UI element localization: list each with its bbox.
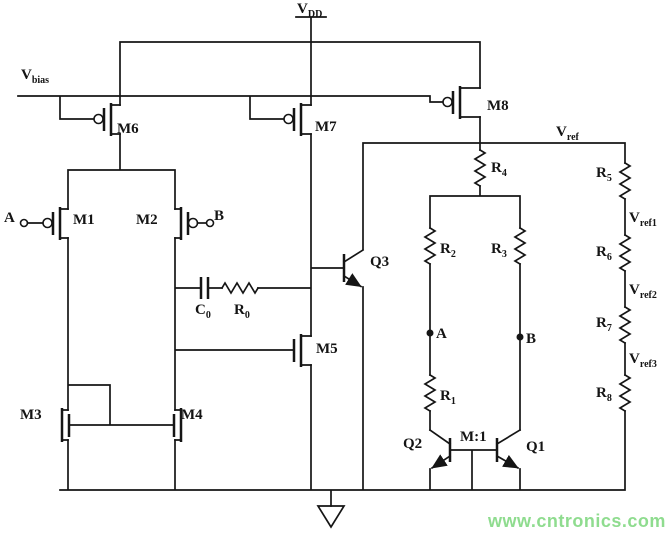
transistor-m8: M8 bbox=[442, 86, 509, 119]
c0-label: C0 bbox=[195, 302, 211, 321]
r8-label: R8 bbox=[596, 385, 612, 404]
m1-gate-bubble bbox=[42, 217, 53, 229]
vref3-label: Vref3 bbox=[629, 351, 657, 370]
vbias-label: Vbias bbox=[21, 67, 49, 86]
input-a-terminal bbox=[19, 218, 29, 228]
m6-leads bbox=[110, 104, 121, 135]
c0-plates bbox=[199, 277, 210, 299]
m6-gate-bubble bbox=[93, 113, 104, 125]
m4-leads bbox=[174, 409, 182, 441]
resistor-r0: R0 bbox=[220, 281, 260, 321]
q3-emitter bbox=[342, 273, 363, 288]
m4-label: M4 bbox=[181, 407, 203, 423]
r4-label: R4 bbox=[491, 160, 507, 179]
m3-leads bbox=[61, 409, 69, 441]
node-a-dot bbox=[426, 329, 434, 337]
r1-zigzag bbox=[423, 373, 437, 413]
circuit-wires bbox=[17, 16, 626, 507]
r8-zigzag bbox=[618, 373, 632, 413]
q2-emitter bbox=[430, 454, 452, 470]
q2-collector bbox=[428, 428, 452, 446]
r2-label: R2 bbox=[440, 241, 456, 260]
r7-zigzag bbox=[618, 305, 632, 345]
m8-gate-bubble bbox=[442, 96, 453, 108]
transistor-q3: Q3 bbox=[342, 248, 389, 288]
q1-label: Q1 bbox=[526, 439, 545, 455]
resistor-r2: R2 bbox=[423, 226, 456, 266]
r7-label: R7 bbox=[596, 315, 612, 334]
vdd-label: VDD bbox=[297, 1, 322, 20]
m2-label: M2 bbox=[136, 212, 158, 228]
q1-emitter bbox=[495, 454, 520, 470]
watermark: www.cntronics.com bbox=[487, 511, 666, 531]
resistor-r1: R1 bbox=[423, 373, 456, 413]
m8-leads bbox=[459, 87, 481, 118]
m1-label: M1 bbox=[73, 212, 95, 228]
r4-zigzag bbox=[473, 148, 487, 188]
m2-gate-bubble bbox=[187, 217, 199, 229]
transistor-m3: M3 bbox=[20, 407, 71, 442]
m2-leads bbox=[174, 208, 182, 239]
m5-leads bbox=[300, 335, 312, 366]
vref1-label: Vref1 bbox=[629, 210, 657, 229]
r6-zigzag bbox=[618, 233, 632, 273]
m6-label: M6 bbox=[117, 121, 139, 137]
input-b-terminal bbox=[205, 218, 215, 228]
r3-zigzag bbox=[513, 226, 527, 266]
q3-collector bbox=[342, 248, 365, 264]
transistor-m1: A M1 bbox=[4, 207, 95, 240]
resistor-r7: R7 bbox=[596, 305, 632, 345]
m7-leads bbox=[300, 104, 312, 135]
ground-symbol bbox=[316, 505, 346, 529]
r1-label: R1 bbox=[440, 388, 456, 407]
q3-label: Q3 bbox=[370, 254, 389, 270]
node-b-label: B bbox=[526, 331, 536, 347]
r2-zigzag bbox=[423, 226, 437, 266]
r5-zigzag bbox=[618, 161, 632, 201]
transistor-q2: Q2 bbox=[403, 428, 452, 470]
r0-zigzag bbox=[220, 281, 260, 295]
m5-label: M5 bbox=[316, 341, 338, 357]
m7-label: M7 bbox=[315, 119, 337, 135]
input-a-label: A bbox=[4, 210, 15, 226]
m8-label: M8 bbox=[487, 98, 509, 114]
transistor-m2: M2 B bbox=[136, 207, 224, 240]
transistor-m5: M5 bbox=[292, 334, 338, 367]
vref-label: Vref bbox=[556, 124, 580, 143]
emitter-ratio-label: M:1 bbox=[460, 429, 487, 445]
capacitor-c0: C0 bbox=[195, 277, 211, 321]
q1-collector bbox=[495, 428, 522, 446]
resistor-r8: R8 bbox=[596, 373, 632, 413]
m3-label: M3 bbox=[20, 407, 42, 423]
r3-label: R3 bbox=[491, 241, 507, 260]
r6-label: R6 bbox=[596, 244, 612, 263]
m1-leads bbox=[59, 208, 69, 239]
r0-label: R0 bbox=[234, 302, 250, 321]
transistor-q1: Q1 bbox=[495, 428, 545, 470]
resistor-r3: R3 bbox=[491, 226, 527, 266]
input-b-label: B bbox=[214, 208, 224, 224]
resistor-r5: R5 bbox=[596, 161, 632, 201]
node-a-label: A bbox=[436, 326, 447, 342]
q2-label: Q2 bbox=[403, 436, 422, 452]
transistor-m7: M7 bbox=[283, 103, 337, 136]
r5-label: R5 bbox=[596, 165, 612, 184]
transistor-m4: M4 bbox=[172, 407, 203, 442]
vref2-label: Vref2 bbox=[629, 282, 657, 301]
m7-gate-bubble bbox=[283, 113, 294, 125]
transistor-m6: M6 bbox=[93, 103, 139, 137]
node-b-dot bbox=[516, 333, 524, 341]
resistor-r6: R6 bbox=[596, 233, 632, 273]
resistor-r4: R4 bbox=[473, 148, 507, 188]
